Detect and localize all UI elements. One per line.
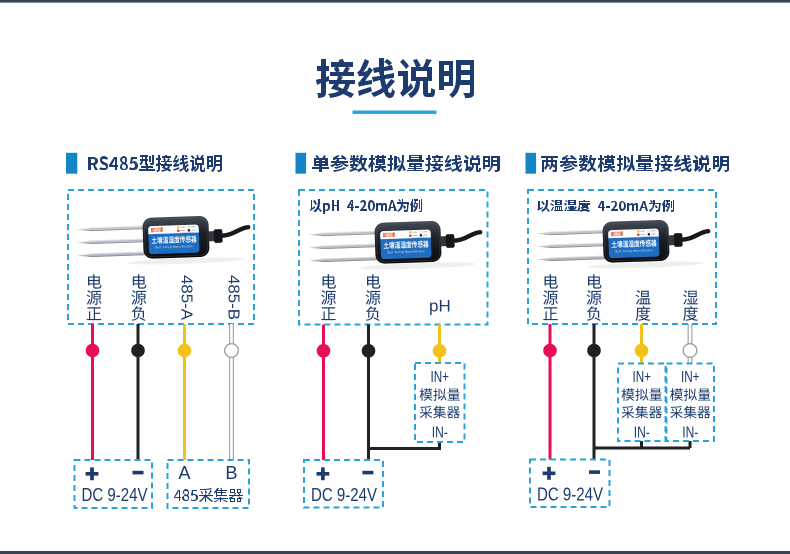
panel2-terminal-label-ph: pH [429, 297, 451, 316]
panel2-power-label: DC 9-24V [311, 485, 377, 505]
panel2-wire-negative-branch [368, 442, 441, 450]
panel2-power-box [303, 459, 384, 509]
panel3-wire-negative-branch [594, 441, 692, 450]
panel2-heading-marker [295, 152, 307, 174]
panel1-terminal-label-485a: 485-A [178, 275, 195, 321]
panel2-power-plus [316, 467, 330, 481]
panel2-collector-line1: IN+ [431, 369, 450, 386]
panel3-collector1-line4: IN- [634, 424, 650, 441]
panel3-power-label: DC 9-24V [537, 485, 603, 505]
panel1-power-minus [132, 470, 144, 475]
panel2-power-minus [362, 470, 374, 475]
panel1-heading-marker [66, 152, 78, 174]
panel3-dot-humidity [682, 343, 698, 359]
panel1-dot-485b [223, 343, 239, 359]
panel3-dot-power-positive [543, 343, 557, 358]
panel3-analog-collector-box-1 [617, 362, 667, 442]
panel2-dot-ph [432, 344, 447, 358]
panel2-dot-power-positive [316, 344, 331, 358]
panel3-collector2-line4: IN- [682, 424, 698, 441]
panel3-collector2-line1: IN+ [681, 369, 700, 386]
panel3-heading-marker [525, 152, 537, 174]
title-underline [352, 110, 437, 114]
bottom-accent-bar [0, 551, 790, 554]
panel2-sensor-box [298, 189, 489, 326]
panel1-terminal-label-485b: 485-B [225, 275, 242, 320]
panel1-dot-485a [177, 343, 192, 358]
panel1-dot-power-negative [131, 343, 145, 358]
panel3-power-box [529, 458, 611, 508]
panel2-collector-line4: IN- [432, 424, 448, 441]
panel2-analog-collector-box [414, 362, 466, 443]
panel3-dot-temperature [634, 343, 649, 358]
panel1-dot-power-positive [85, 343, 100, 358]
panel2-dot-power-negative [361, 344, 376, 358]
panel1-power-label: DC 9-24V [82, 485, 148, 505]
panel1-power-plus [85, 467, 99, 481]
panel1-collector-a: A [178, 463, 191, 483]
panel3-analog-collector-box-2 [665, 362, 715, 442]
panel3-power-minus [589, 470, 600, 474]
panel3-sensor-box [527, 189, 717, 325]
top-accent-bar [0, 0, 790, 3]
panel1-collector-b: B [225, 463, 237, 483]
panel1-power-box [73, 459, 153, 509]
panel1-sensor-box [67, 189, 255, 325]
panel3-dot-power-negative [587, 343, 601, 358]
panel3-power-plus [542, 466, 556, 480]
panel3-collector1-line1: IN+ [633, 369, 652, 386]
panel1-collector-box [166, 459, 250, 509]
